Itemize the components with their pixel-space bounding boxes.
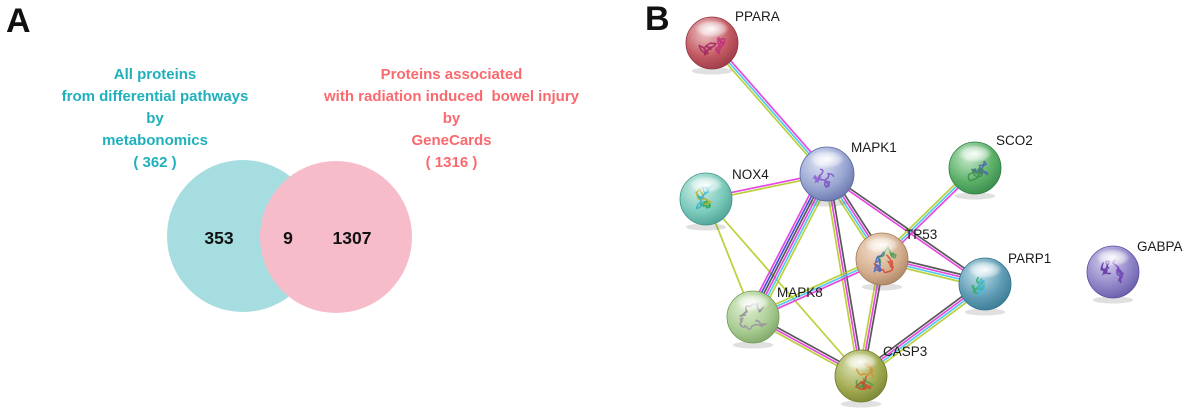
squiggle (698, 42, 717, 56)
node-shadow (691, 67, 733, 75)
venn-right-title-line: Proteins associated (380, 66, 523, 83)
node-shadow (1092, 296, 1134, 304)
node-shadow (732, 341, 774, 349)
squiggle (739, 317, 768, 330)
node-CASP3: CASP3 (834, 344, 927, 408)
node-label-PARP1: PARP1 (1008, 251, 1051, 266)
venn-left-count: 353 (204, 228, 233, 248)
gloss-highlight (843, 352, 879, 371)
squiggle (1112, 259, 1125, 284)
node-label-PPARA: PPARA (735, 9, 780, 24)
node-label-MAPK8: MAPK8 (777, 285, 823, 300)
node-shadow (805, 199, 849, 207)
venn-right-title-line: with radiation induced bowel injury (323, 88, 579, 105)
gloss-highlight (957, 144, 993, 163)
squiggle (873, 251, 885, 273)
venn-overlap-count: 9 (283, 228, 293, 248)
venn-left-title-line: from differential pathways (61, 88, 249, 105)
venn-left-title-line: metabonomics (102, 132, 208, 149)
squiggle (854, 375, 872, 390)
edge-line-magenta (825, 174, 985, 286)
edge-line-magenta (713, 40, 830, 173)
squiggle (967, 167, 985, 182)
squiggle (715, 36, 726, 55)
venn-right-title-line: GeneCards (411, 132, 492, 149)
venn-left-title-line: All proteins (113, 66, 197, 83)
node-label-SCO2: SCO2 (996, 133, 1033, 148)
panel-b-label: B (645, 0, 670, 38)
venn-right-title-count: ( 1316 ) (425, 154, 478, 171)
venn-left-set-title: All proteins from differential pathways … (20, 64, 290, 174)
edge-NOX4-CASP3 (705, 198, 862, 377)
edge-line-black (827, 172, 987, 284)
panel-a-label: A (6, 2, 31, 40)
protein-structure (698, 36, 726, 56)
node-GABPA: GABPA (1086, 239, 1183, 304)
edge-line-cyan (711, 42, 828, 175)
gloss-highlight (967, 260, 1003, 279)
edge-line-lime (757, 176, 834, 321)
edge-line-lime (705, 198, 862, 377)
node-label-CASP3: CASP3 (883, 344, 927, 359)
venn-left-title-line: by (146, 110, 164, 127)
venn-left-title-count: ( 362 ) (133, 154, 177, 171)
node-shadow (964, 308, 1006, 316)
gloss-highlight (688, 175, 724, 194)
edge-line-magenta (826, 173, 862, 377)
edge-PPARA-MAPK1 (709, 40, 830, 177)
venn-circle-right (260, 161, 412, 313)
node-TP53: TP53 (855, 227, 937, 291)
edge-MAPK1-PARP1 (825, 172, 987, 286)
protein-structure (813, 168, 835, 188)
gloss-highlight (864, 235, 900, 254)
squiggle (855, 377, 874, 389)
venn-right-count: 1307 (333, 228, 372, 248)
venn-right-title-line: by (442, 110, 461, 127)
gloss-highlight (735, 293, 771, 312)
node-PPARA: PPARA (685, 9, 780, 75)
node-PARP1: PARP1 (958, 251, 1051, 316)
protein-structure (967, 160, 989, 182)
protein-structure (873, 245, 897, 274)
squiggle (813, 174, 822, 184)
venn-diagram: 353 9 1307 (167, 160, 412, 313)
node-SCO2: SCO2 (948, 133, 1033, 200)
node-label-GABPA: GABPA (1137, 239, 1183, 254)
node-MAPK8: MAPK8 (726, 285, 823, 349)
node-shadow (685, 223, 727, 231)
venn-right-set-title: Proteins associated with radiation induc… (283, 64, 620, 174)
node-shadow (954, 192, 996, 200)
edge-line-lime (709, 44, 826, 177)
edge-line-magenta (746, 170, 823, 315)
node-NOX4: NOX4 (679, 167, 769, 231)
gloss-highlight (694, 19, 730, 38)
gloss-highlight (1095, 248, 1131, 267)
squiggle (977, 278, 986, 297)
node-label-MAPK1: MAPK1 (851, 140, 897, 155)
node-label-NOX4: NOX4 (732, 167, 769, 182)
node-shadow (861, 283, 903, 291)
protein-structure (971, 276, 986, 297)
gloss-highlight (809, 149, 845, 169)
node-shadow (840, 400, 882, 408)
node-label-TP53: TP53 (905, 227, 937, 242)
squiggle (873, 254, 894, 274)
node-MAPK1: MAPK1 (799, 140, 897, 207)
